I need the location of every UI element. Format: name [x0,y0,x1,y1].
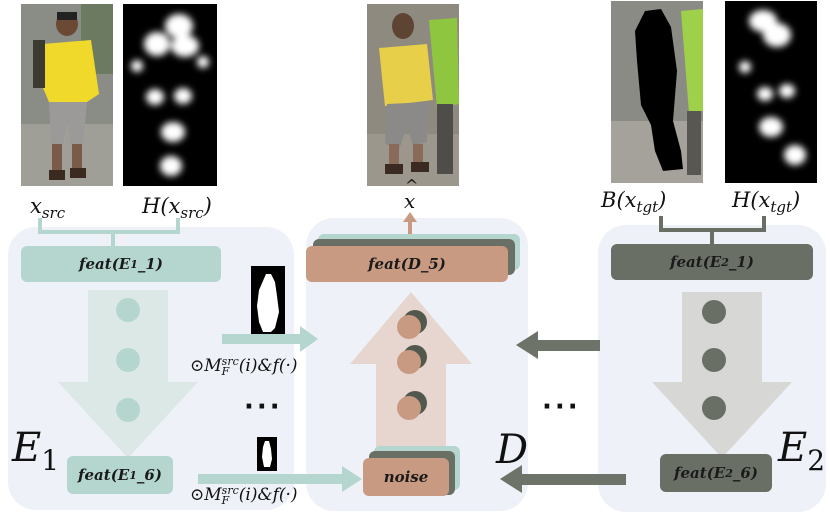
source-person-photo [21,4,113,186]
e2-feat-6-sub: 2 [725,466,733,480]
e2-feat-6-base: feat(E [674,464,726,482]
encoder2-label-sub: 2 [807,444,826,477]
ellipsis-right: ··· [542,392,581,422]
decoder-label: D [496,427,529,473]
x-src-label: xsrc [30,194,66,223]
encoder1-label: E1 [12,428,59,475]
e2-feat-6-tail: _6) [732,464,758,482]
b-x-tgt-label: B(xtgt) [601,188,667,217]
encoder1-label-sub: 1 [41,444,60,477]
mask-image-top [251,266,285,338]
ellipsis-left: ··· [244,392,283,422]
target-heatmap-image [725,1,817,183]
e2-feat-1-sub: 2 [721,255,729,269]
e1-feat-1-base: feat(E [79,255,131,273]
target-mask-image [611,1,703,183]
x-hat-label: x^ [404,176,419,213]
e2-feat-1-base: feat(E [670,253,722,271]
e1-feat-6-tail: _6) [136,466,162,484]
h-x-src-label: H(xsrc) [142,194,212,223]
encoder1-label-base: E [12,425,42,471]
e1-feat-6-base: feat(E [78,466,130,484]
noise-box: noise [363,458,449,496]
generated-person-photo [367,4,459,186]
d-feat-5-box: feat(D_5) [306,246,508,282]
encoder2-label: E2 [778,428,825,475]
h-x-tgt-label: H(xtgt) [732,188,801,217]
e1-downsample-arrow [58,290,198,458]
decoder-upsample-arrow [350,292,472,452]
source-heatmap-image [123,4,217,186]
e1-feat-1-sub: 1 [130,257,138,271]
e1-feat-6-sub: 1 [129,468,137,482]
mask-image-bottom [257,437,277,471]
encoder2-label-base: E [778,425,808,471]
e2-feat-1-tail: _1) [728,253,754,271]
e2-downsample-arrow [652,292,792,458]
e1-feat-1-tail: _1) [137,255,163,273]
